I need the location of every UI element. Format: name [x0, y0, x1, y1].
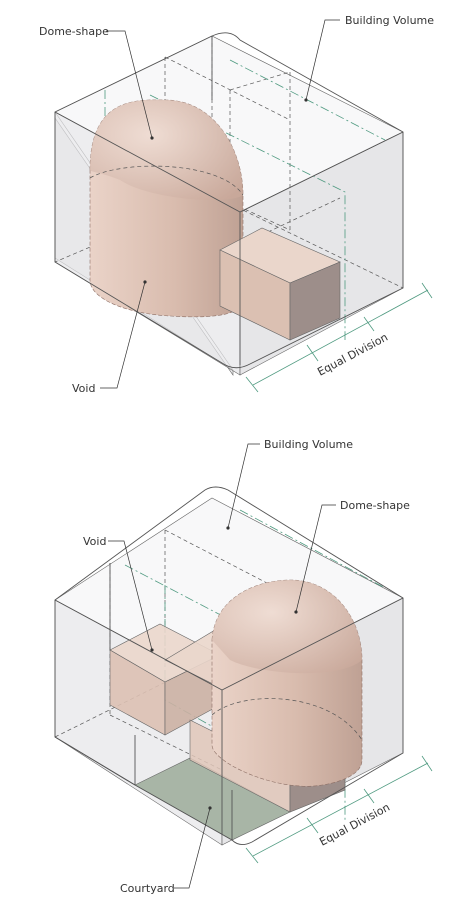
shell-outline-bottom [54, 486, 404, 845]
label-dome-shape-bottom: Dome-shape [340, 499, 410, 512]
dome-cap [90, 99, 243, 200]
label-equal-division-bottom: Equal Division [317, 801, 392, 849]
label-building-volume-top: Building Volume [345, 14, 434, 27]
void-box [219, 227, 341, 341]
void-box-side [289, 261, 341, 341]
label-building-volume-bottom: Building Volume [264, 438, 353, 451]
label-courtyard: Courtyard [120, 882, 175, 895]
dome-shape-bottom [211, 579, 363, 787]
label-void-top: Void [72, 382, 95, 395]
diagram-top: Equal Division Dome-shape Building Volum… [39, 14, 434, 395]
label-equal-division-top: Equal Division [315, 331, 390, 379]
shell-outline [54, 32, 404, 369]
dome-cap-bottom [212, 580, 362, 674]
label-void-bottom: Void [83, 535, 106, 548]
dome-shape [89, 99, 244, 318]
labels-top: Dome-shape Building Volume Void [39, 14, 434, 395]
labels-bottom: Building Volume Dome-shape Void Courtyar… [83, 438, 410, 895]
centerline-b2 [239, 509, 386, 589]
dome-equator [89, 165, 244, 196]
diagram-bottom: Equal Division Building Volume Dome-shap… [54, 438, 433, 895]
label-dome-shape-top: Dome-shape [39, 25, 109, 38]
